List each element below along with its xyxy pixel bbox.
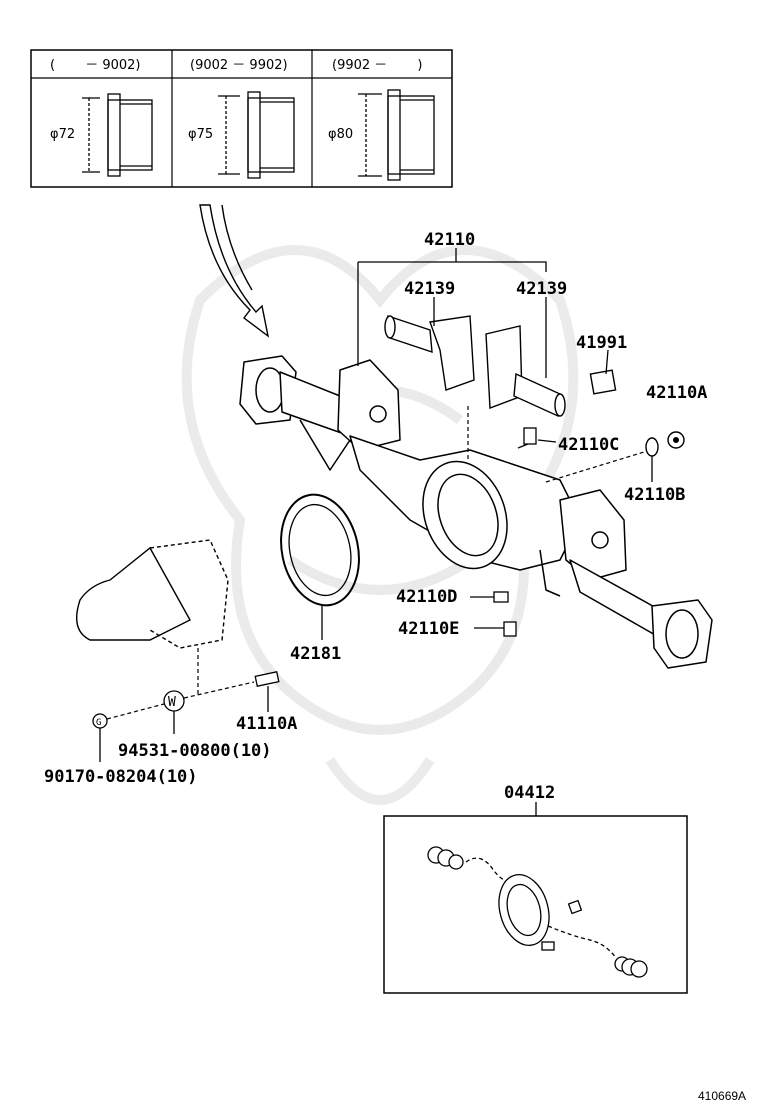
label-axle-housing: 42110 xyxy=(424,230,475,250)
label-nut: 90170-08204(10) xyxy=(44,767,198,787)
kit-drawing xyxy=(427,846,648,978)
label-plug-d: 42110D xyxy=(396,587,457,607)
label-plug-b: 42110B xyxy=(624,485,685,505)
label-shaft-right: 42139 xyxy=(516,279,567,299)
nut-symbol-text: G xyxy=(96,718,101,728)
variant-range-3: (9902 － ) xyxy=(332,58,423,73)
axle-housing-drawing xyxy=(239,355,713,669)
carrier-drawing xyxy=(76,539,229,649)
diameter-label-1: φ72 xyxy=(50,127,75,142)
gasket-drawing xyxy=(280,493,360,607)
bushing-drawing-1 xyxy=(82,93,153,177)
leader-lines xyxy=(99,248,653,816)
plug-c-drawing xyxy=(517,427,537,449)
label-plug-e: 42110E xyxy=(398,619,459,639)
variant-table xyxy=(30,49,453,188)
shaft-right-drawing xyxy=(485,325,566,418)
label-plate: 41991 xyxy=(576,333,627,353)
label-kit: 04412 xyxy=(504,783,555,803)
shaft-left-drawing xyxy=(384,314,475,391)
label-gasket: 42181 xyxy=(290,644,341,664)
stud-drawing xyxy=(254,671,280,687)
variant-range-2: (9002 － 9902) xyxy=(190,58,288,73)
diameter-label-2: φ75 xyxy=(188,127,213,142)
variant-range-1: ( － 9002) xyxy=(50,58,141,73)
plug-b-drawing xyxy=(645,437,659,457)
label-plug-c: 42110C xyxy=(558,435,619,455)
label-washer: 94531-00800(10) xyxy=(118,741,272,761)
plug-d-drawing xyxy=(493,591,509,603)
dashed-leaders xyxy=(106,406,645,720)
plate-drawing xyxy=(589,369,617,395)
label-plug-a: 42110A xyxy=(646,383,707,403)
label-stud: 41110A xyxy=(236,714,297,734)
label-shaft-left: 42139 xyxy=(404,279,455,299)
bushing-drawing-3 xyxy=(358,89,435,181)
plug-e-drawing xyxy=(503,621,517,637)
pointer-arrow xyxy=(199,204,270,338)
plug-a-drawing xyxy=(667,431,685,449)
bushing-drawing-2 xyxy=(218,91,295,179)
washer-symbol-text: W xyxy=(168,695,176,710)
reference-number: 410669A xyxy=(698,1089,746,1103)
diameter-label-3: φ80 xyxy=(328,127,353,142)
